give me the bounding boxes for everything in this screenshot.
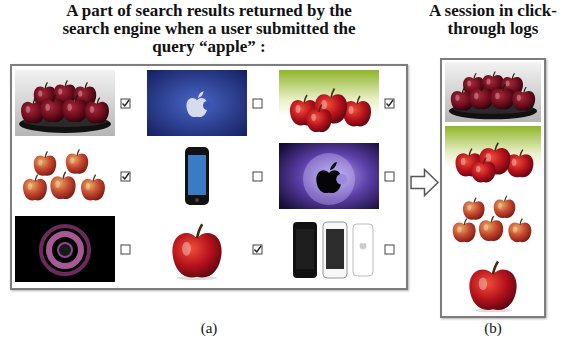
checkbox [385,245,394,254]
panel-caption: (b) [484,320,502,337]
checkbox-checked [121,172,130,181]
result-image [279,143,379,209]
session-image [445,62,541,122]
image-panel: A session in click-through logs [418,2,568,318]
checkbox [253,99,262,108]
panel-heading: A part of search results returned by the… [49,2,369,56]
session-image [445,190,541,250]
result-image [279,216,379,282]
checkbox-checked [253,245,262,254]
result-image [279,70,379,136]
result-image [15,70,115,136]
panel-frame [440,58,546,318]
panel-caption: (a) [201,320,218,337]
result-image [147,143,247,209]
panel-frame [10,64,408,290]
session-image [445,126,541,186]
checkbox-checked [385,99,394,108]
result-image [15,143,115,209]
checkbox-checked [121,99,130,108]
panel-heading: A session in click-through logs [418,2,568,38]
result-image [15,216,115,282]
result-image [147,70,247,136]
checkbox [121,245,130,254]
block-arrow [411,170,438,196]
image-panel: A part of search results returned by the… [10,2,408,290]
result-image [147,216,247,282]
session-image [445,254,541,314]
checkbox [385,172,394,181]
checkbox [253,172,262,181]
